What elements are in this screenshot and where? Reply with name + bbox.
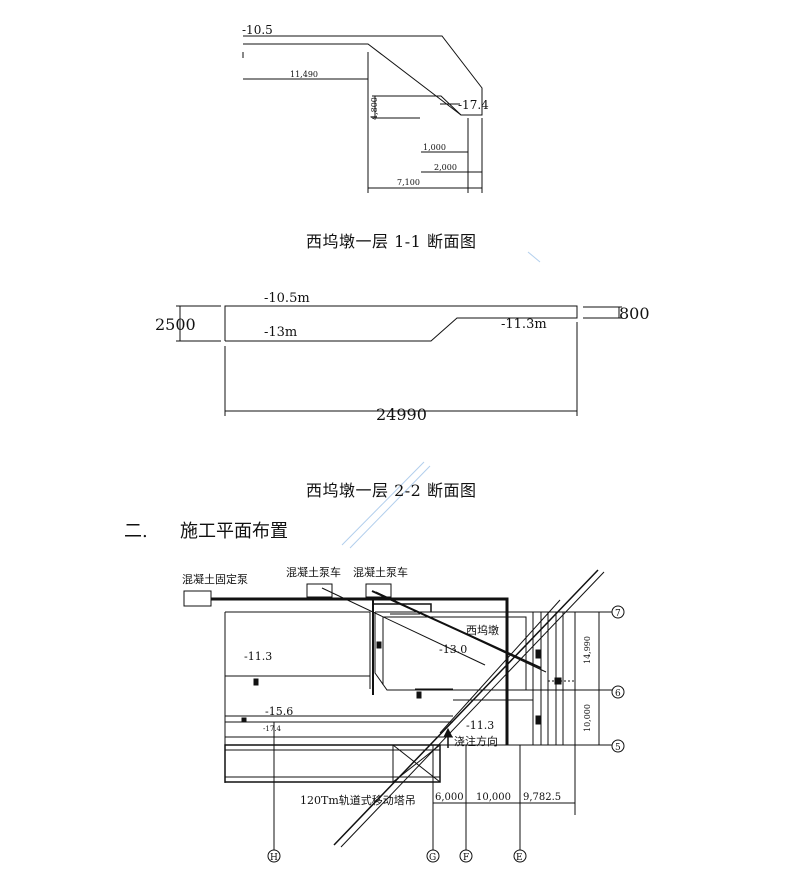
axis-h-label: H — [270, 853, 278, 863]
watermark — [341, 251, 541, 549]
plan-dim-14990: 14,990 — [583, 636, 592, 664]
axis-7-label: 7 — [615, 609, 621, 619]
plan-pump-truck-1-label: 混凝土泵车 — [286, 565, 341, 579]
s22-dim-24990: 24990 — [376, 405, 427, 424]
s11-bottom-level: -17.4 — [458, 98, 489, 112]
section-2-2-caption: 西坞墩一层 2-2 断面图 — [306, 481, 477, 500]
site-plan-drawing — [183, 569, 625, 863]
plan-level-15-6: -15.6 — [265, 705, 293, 718]
s11-dim-2000: 2,000 — [434, 163, 457, 172]
axis-g-label: G — [429, 853, 436, 863]
s11-dim-11490: 11,490 — [290, 70, 318, 79]
s11-top-level: -10.5 — [242, 23, 273, 37]
plan-pour-direction: 浇注方向 — [454, 734, 498, 748]
plan-dim-9782: 9,782.5 — [523, 792, 561, 803]
s11-dim-4800: 4,800 — [370, 97, 379, 120]
axis-f-label: F — [463, 853, 469, 863]
s22-level-11-3: -11.3m — [501, 317, 547, 332]
plan-fixed-pump-label: 混凝土固定泵 — [182, 572, 248, 586]
plan-level-17-4: -17.4 — [263, 725, 281, 733]
axis-e-label: E — [516, 853, 523, 863]
section-number: 二. — [124, 521, 148, 542]
s22-level-10-5: -10.5m — [264, 291, 310, 306]
section-heading: 二. 施工平面布置 — [124, 517, 288, 543]
plan-dim-10000-right: 10,000 — [583, 704, 592, 732]
section-1-1-drawing — [242, 35, 483, 193]
plan-level-11-3-left: -11.3 — [244, 650, 272, 663]
plan-dim-6000: 6,000 — [435, 792, 464, 803]
plan-pump-truck-2-label: 混凝土泵车 — [353, 565, 408, 579]
section-2-2-drawing — [176, 305, 622, 416]
plan-level-13-0: -13.0 — [439, 643, 467, 656]
plan-dim-10000-bottom: 10,000 — [476, 792, 511, 803]
axis-5-label: 5 — [615, 743, 621, 753]
plan-level-11-3-right: -11.3 — [466, 719, 494, 732]
s11-dim-1000: 1,000 — [423, 143, 446, 152]
section-title: 施工平面布置 — [180, 521, 288, 542]
plan-crane-label: 120Tm轨道式移动塔吊 — [300, 793, 416, 807]
s11-dim-7100: 7,100 — [397, 178, 420, 187]
section-1-1-caption: 西坞墩一层 1-1 断面图 — [306, 232, 477, 251]
plan-west-pier-label: 西坞墩 — [466, 623, 499, 637]
s22-dim-800: 800 — [619, 304, 650, 323]
axis-6-label: 6 — [615, 689, 621, 699]
s22-dim-2500: 2500 — [155, 315, 196, 334]
s22-level-13: -13m — [264, 325, 297, 340]
